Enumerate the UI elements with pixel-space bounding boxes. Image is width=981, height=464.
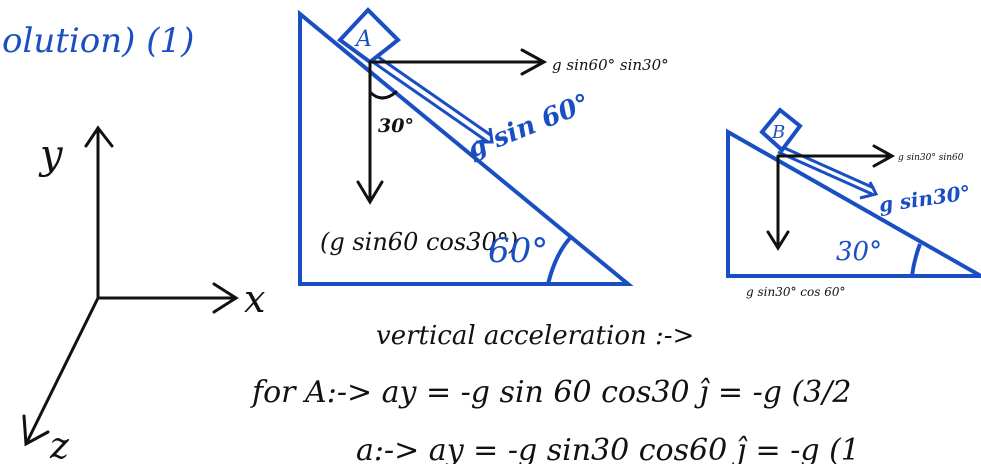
block-b-horizontal-text: g sin30° sin60 <box>898 153 964 163</box>
notes-line-b: a:-> ay = -g sin30 cos60 ĵ = -g (1 <box>356 433 860 464</box>
notes-line-a: for A:-> ay = -g sin 60 cos30 ĵ = -g (3/… <box>250 375 851 410</box>
block-b-along-incline-text: g sin30° <box>877 180 972 217</box>
block-a-vectors <box>356 48 548 205</box>
block-b-vectors <box>766 144 896 251</box>
block-b-incline-angle: 30° <box>836 237 882 267</box>
block-a-box <box>337 7 402 65</box>
block-b-box <box>759 107 803 153</box>
block-a-vertical-text: (g sin60 cos30°) <box>320 228 518 256</box>
block-a-horizontal-text: g sin60° sin30° <box>552 56 669 74</box>
block-a-angle-small: 30° <box>378 115 414 137</box>
heading-text: olution) (1) <box>2 21 194 61</box>
notes-title: vertical acceleration :-> <box>376 321 694 351</box>
block-a-label: A <box>354 27 372 52</box>
block-a-incline-angle: 60° <box>488 231 548 271</box>
incline-a <box>298 9 634 286</box>
axis-label-x: x <box>244 277 265 321</box>
axis-label-z: z <box>49 426 70 464</box>
incline-b <box>726 128 981 278</box>
block-a-along-incline-text: g sin 60° <box>463 88 594 164</box>
block-b-label: B <box>771 122 785 143</box>
axis-label-y: y <box>38 132 64 178</box>
coordinate-axes <box>22 125 239 447</box>
block-b-vertical-text: g sin30° cos 60° <box>746 285 846 299</box>
